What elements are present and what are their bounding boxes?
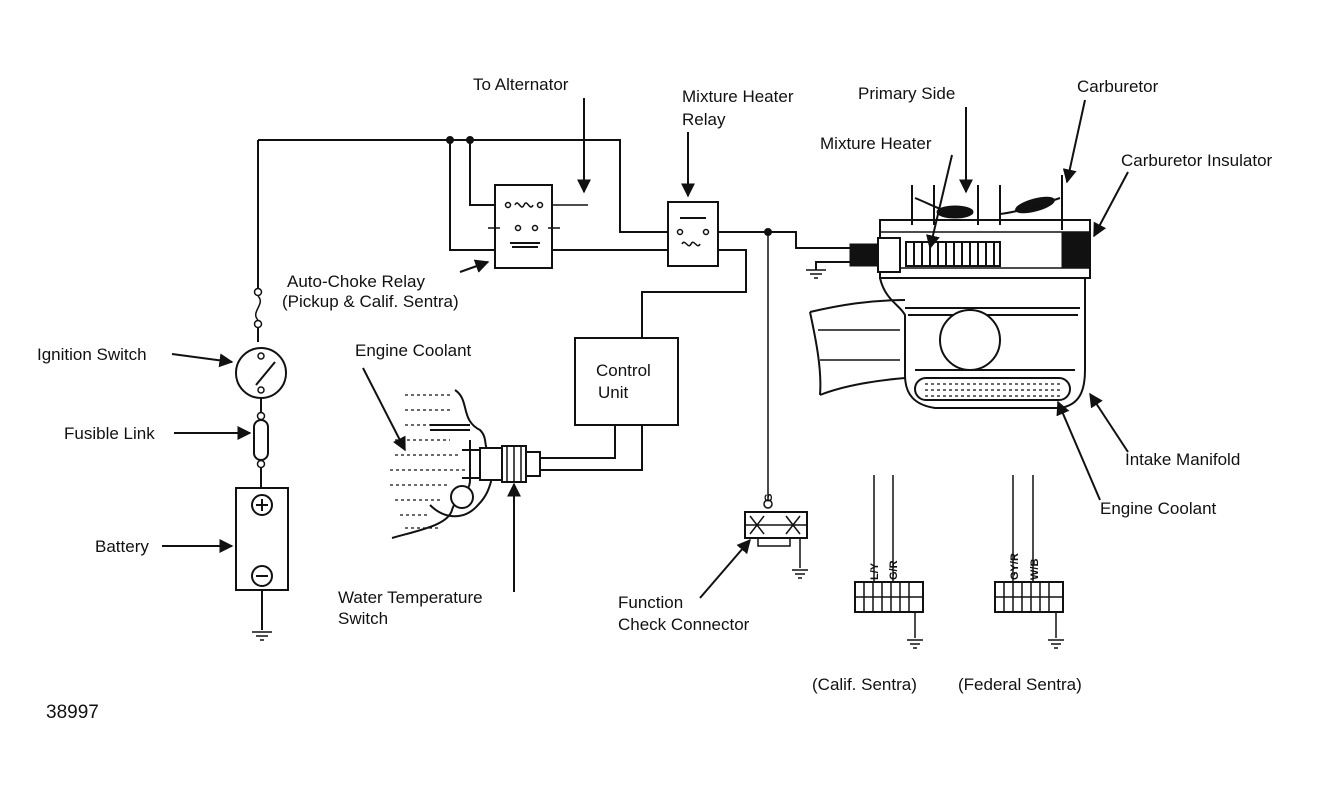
wire-code-calif-1: L/Y — [869, 562, 881, 580]
figure-number: 38997 — [46, 702, 99, 723]
label-mixture-heater-relay: Mixture Heater — [682, 87, 794, 106]
label-auto-choke-relay: Auto-Choke Relay — [287, 272, 425, 291]
label-function-check-connector: Function — [618, 593, 683, 612]
label-battery: Battery — [95, 537, 149, 556]
wire-code-federal-1: GY/R — [1009, 553, 1021, 580]
label-to-alternator: To Alternator — [473, 75, 569, 94]
battery — [235, 487, 289, 641]
leader-arrows — [162, 98, 1129, 599]
label-function-check-connector-2: Check Connector — [618, 615, 750, 634]
label-federal-sentra: (Federal Sentra) — [958, 675, 1082, 694]
ignition-switch — [235, 287, 287, 412]
label-engine-coolant-left: Engine Coolant — [355, 341, 472, 360]
label-intake-manifold: Intake Manifold — [1125, 450, 1240, 469]
wire-code-function-check: G — [763, 493, 775, 502]
label-primary-side: Primary Side — [858, 84, 955, 103]
label-control-unit: Control — [596, 361, 651, 380]
calif-connector — [854, 475, 924, 649]
label-ignition-switch: Ignition Switch — [37, 345, 147, 364]
mixture-heater-relay — [667, 201, 719, 267]
wire-code-calif-2: G/R — [888, 560, 900, 580]
label-carburetor-insulator: Carburetor Insulator — [1121, 151, 1273, 170]
auto-choke-relay — [488, 184, 560, 269]
fusible-link — [253, 411, 269, 490]
wire-code-federal-2: W/B — [1029, 559, 1041, 580]
label-mixture-heater: Mixture Heater — [820, 134, 932, 153]
function-check-connector — [744, 499, 808, 579]
water-temperature-switch-assembly — [390, 389, 541, 539]
control-unit-box — [574, 337, 679, 426]
federal-connector — [994, 475, 1064, 649]
label-mixture-heater-relay-2: Relay — [682, 110, 726, 129]
label-fusible-link: Fusible Link — [64, 424, 155, 443]
labels: To Alternator Mixture Heater Relay Prima… — [37, 75, 1273, 723]
label-water-temperature-switch-2: Switch — [338, 609, 388, 628]
label-control-unit-2: Unit — [598, 383, 629, 402]
label-carburetor: Carburetor — [1077, 77, 1159, 96]
label-calif-sentra: (Calif. Sentra) — [812, 675, 917, 694]
label-water-temperature-switch: Water Temperature — [338, 588, 483, 607]
main-wiring — [257, 136, 850, 500]
label-auto-choke-relay-2: (Pickup & Calif. Sentra) — [282, 292, 459, 311]
carburetor-assembly — [809, 175, 1091, 409]
label-engine-coolant-right: Engine Coolant — [1100, 499, 1217, 518]
